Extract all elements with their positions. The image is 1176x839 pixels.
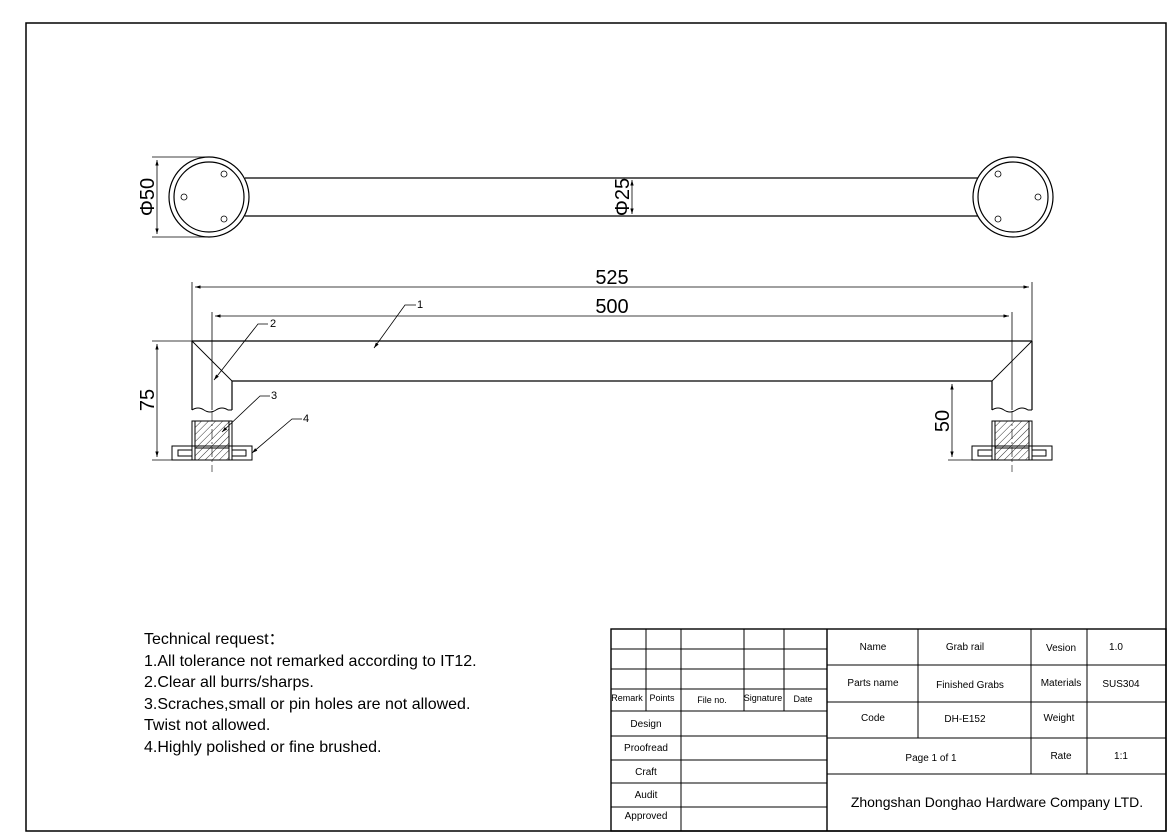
dim-center-length-label: 500	[595, 296, 628, 318]
leader-lines	[213, 304, 416, 454]
right-base	[971, 411, 1053, 472]
dim-tube-diameter-label: Φ25	[612, 178, 634, 216]
page-indicator: Page 1 of 1	[905, 753, 957, 764]
dim-post-height	[948, 380, 992, 461]
rate-label: Rate	[1050, 751, 1072, 762]
header-file-no: File no.	[697, 695, 727, 705]
header-date: Date	[793, 694, 812, 704]
dim-overall-length-label: 525	[595, 267, 628, 289]
parts-value: Finished Grabs	[936, 680, 1004, 691]
header-signature: Signature	[744, 693, 783, 703]
front-view	[191, 340, 1033, 413]
technical-item-4: 4.Highly polished or fine brushed.	[144, 738, 382, 756]
dim-end-diameter	[152, 156, 209, 238]
leader-label-3: 3	[271, 390, 277, 402]
role-design: Design	[630, 719, 661, 730]
name-value: Grab rail	[946, 642, 984, 653]
title-block	[610, 628, 1167, 832]
dim-height-label: 75	[137, 389, 159, 411]
version-label: Vesion	[1046, 643, 1076, 654]
version-value: 1.0	[1109, 642, 1123, 653]
header-points: Points	[649, 693, 675, 703]
header-remark: Remark	[611, 693, 643, 703]
leader-label-2: 2	[270, 318, 276, 330]
role-audit: Audit	[635, 790, 658, 801]
dim-center-length	[211, 312, 1013, 410]
dim-height	[152, 340, 192, 461]
dim-end-diameter-label: Φ50	[137, 178, 159, 216]
technical-request: Technical request： 1.All tolerance not r…	[144, 629, 484, 759]
technical-item-3: 3.Scraches,small or pin holes are not al…	[144, 695, 471, 735]
name-label: Name	[860, 642, 887, 653]
role-craft: Craft	[635, 767, 657, 778]
materials-label: Materials	[1041, 678, 1082, 689]
role-proofread: Proofread	[624, 743, 668, 754]
top-view	[168, 156, 1054, 238]
leader-label-4: 4	[303, 413, 309, 425]
technical-request-title: Technical request：	[144, 631, 285, 648]
code-value: DH-E152	[944, 714, 986, 725]
role-approved: Approved	[625, 811, 668, 822]
technical-item-2: 2.Clear all burrs/sharps.	[144, 674, 314, 692]
materials-value: SUS304	[1102, 679, 1140, 690]
left-base	[171, 411, 253, 472]
rate-value: 1:1	[1114, 751, 1128, 762]
leader-label-1: 1	[417, 299, 423, 311]
dim-overall-length	[191, 282, 1033, 341]
company-name: Zhongshan Donghao Hardware Company LTD.	[851, 794, 1143, 810]
code-label: Code	[861, 713, 885, 724]
technical-item-1: 1.All tolerance not remarked according t…	[144, 652, 477, 670]
parts-label: Parts name	[847, 678, 899, 689]
dim-post-height-label: 50	[932, 410, 954, 432]
sheet-border	[25, 22, 1167, 832]
weight-label: Weight	[1044, 713, 1075, 724]
